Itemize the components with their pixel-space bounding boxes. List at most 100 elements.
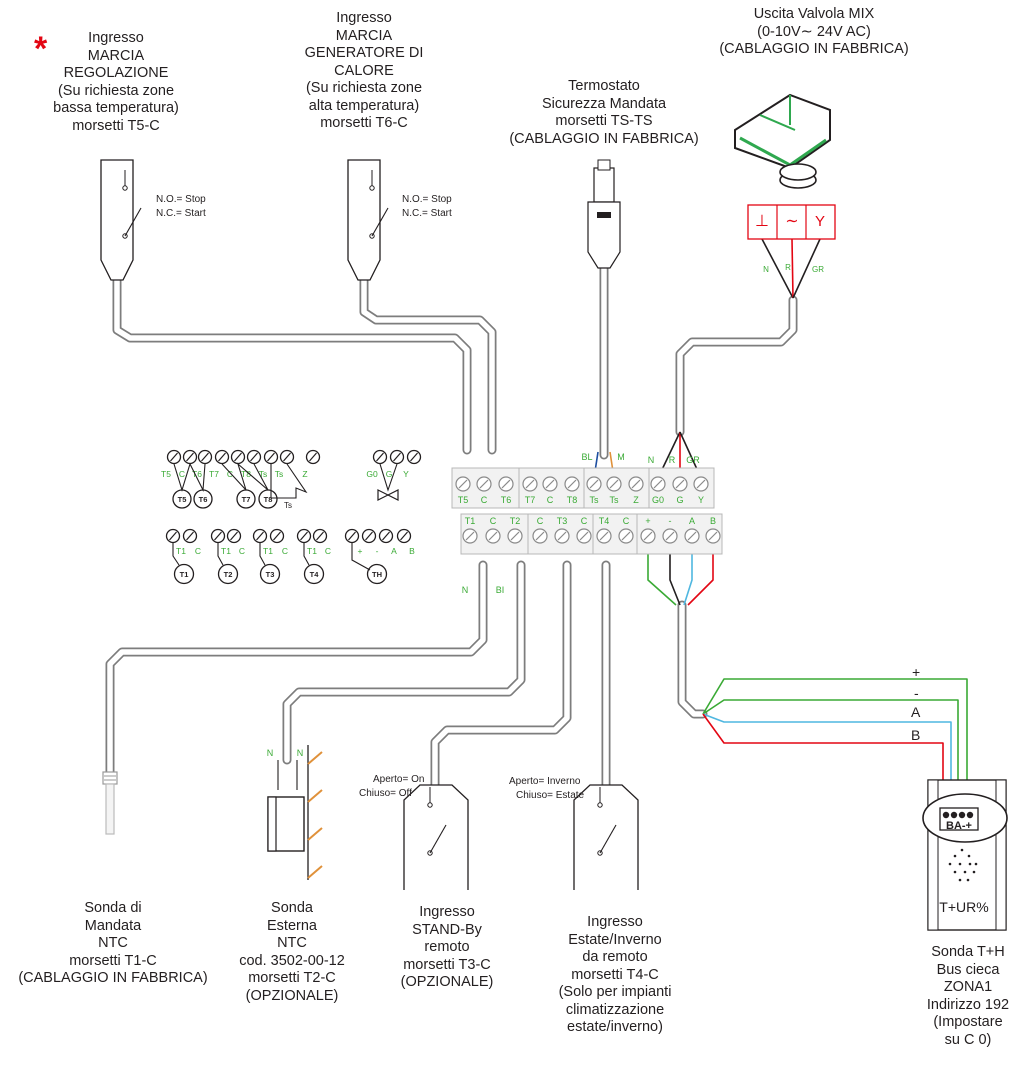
t6-switch-body bbox=[347, 159, 381, 281]
bus-wire-plus bbox=[702, 678, 968, 812]
wire-label-m: M bbox=[617, 452, 625, 462]
top-terminal-label-11: G bbox=[676, 495, 683, 505]
legend-top-label-6: T8 bbox=[241, 469, 251, 479]
bottom-terminal-label-7: T4 bbox=[599, 516, 610, 526]
legend-bottom-sensor-1 bbox=[173, 563, 195, 585]
valve-wire-label-gr: GR bbox=[812, 265, 824, 274]
legend-bottom-label-3: T1 bbox=[221, 546, 231, 556]
cable-valve bbox=[675, 295, 798, 437]
valve-wire-gr bbox=[792, 238, 821, 299]
legend-top-label-11: G bbox=[386, 469, 393, 479]
th-sensor-terminal-labels: BA-+ bbox=[946, 820, 972, 832]
outdoor-wall-hatch-1 bbox=[307, 751, 323, 765]
legend-top-label-10: G0 bbox=[366, 469, 378, 479]
cable-t1-core bbox=[107, 562, 486, 775]
valve-terminal-ground: ⊥ bbox=[755, 213, 769, 230]
legend-top-label-12: Y bbox=[403, 469, 409, 479]
valve-terminal-ac: ∼ bbox=[785, 213, 798, 230]
thermostat-slot bbox=[597, 212, 611, 218]
bus-label-b: B bbox=[911, 727, 921, 743]
t3-switch-body bbox=[403, 784, 469, 890]
legend-top-slot-1 bbox=[170, 452, 178, 462]
top-terminal-slot-9 bbox=[631, 479, 641, 489]
legend-bottom-label-5: T1 bbox=[263, 546, 273, 556]
legend-bottom-links-2 bbox=[217, 543, 224, 566]
legend-bottom-slot-8 bbox=[316, 531, 324, 541]
th-sensor-terminal-3 bbox=[958, 811, 966, 819]
bottom-terminal-slot-2 bbox=[488, 531, 498, 541]
cable-t5 bbox=[112, 257, 472, 455]
legend-bottom-slot-10 bbox=[365, 531, 373, 541]
label-mix-valve: Uscita Valvola MIX(0-10V∼ 24V AC)(CABLAG… bbox=[719, 6, 909, 57]
legend-bottom-sensor-5 bbox=[366, 563, 388, 585]
top-terminal-slot-4 bbox=[525, 479, 535, 489]
legend-bottom-label-11: A bbox=[391, 546, 397, 556]
legend-top-slot-6 bbox=[250, 452, 258, 462]
bus-wire-a bbox=[702, 713, 952, 812]
legend-bottom-slot-9 bbox=[348, 531, 356, 541]
bottom-terminal-label-4: C bbox=[537, 516, 544, 526]
outdoor-sensor-label-n1: N bbox=[267, 748, 274, 758]
outdoor-wall-hatch-4 bbox=[307, 865, 323, 879]
cable-t1 bbox=[105, 560, 488, 777]
t4-switch-lever bbox=[599, 824, 617, 854]
legend-bottom-label-7: T1 bbox=[307, 546, 317, 556]
legend-top-label-3: T6 bbox=[192, 469, 202, 479]
top-terminal-label-12: Y bbox=[698, 495, 704, 505]
legend-bottom-label-8: C bbox=[325, 546, 331, 556]
valve-actuator-body bbox=[734, 93, 831, 170]
valve-wire-label-n: N bbox=[763, 265, 769, 274]
bottom-terminal-label-9: + bbox=[645, 516, 650, 526]
th-sensor-right-rail bbox=[995, 779, 1007, 931]
outdoor-wall-hatch-3 bbox=[307, 827, 323, 841]
th-sensor-vent-4 bbox=[948, 862, 952, 866]
valve-actuator-coupling-top bbox=[779, 163, 817, 181]
bottom-terminal-slot-10 bbox=[665, 531, 675, 541]
legend-top-slot-9 bbox=[309, 452, 317, 462]
legend-top-slot-8 bbox=[283, 452, 291, 462]
note-t6-nc: N.C.= Start bbox=[402, 208, 452, 219]
th-sensor-vent-2 bbox=[953, 854, 957, 858]
wire-label-t1-n: N bbox=[462, 585, 469, 595]
th-sensor-terminal-2 bbox=[950, 811, 958, 819]
legend-top-sensor-label-ts: Ts bbox=[284, 501, 292, 510]
legend-top-links-a bbox=[173, 462, 206, 493]
top-terminal-slot-12 bbox=[696, 479, 706, 489]
cable-valve-core bbox=[677, 297, 796, 435]
legend-bottom-slot-11 bbox=[382, 531, 390, 541]
bottom-terminal-slot-1 bbox=[465, 531, 475, 541]
thermostat-head bbox=[593, 167, 615, 203]
legend-top-slot-10 bbox=[376, 452, 384, 462]
th-sensor-vent-11 bbox=[958, 878, 962, 882]
top-terminal-slot-3 bbox=[501, 479, 511, 489]
thermostat-body bbox=[587, 201, 621, 269]
legend-top-sensor-label-2: T6 bbox=[199, 495, 208, 504]
legend-valve-icon bbox=[377, 489, 399, 501]
t3-switch-lever bbox=[429, 824, 447, 854]
bottom-terminal-slot-5 bbox=[557, 531, 567, 541]
top-terminal-slot-2 bbox=[479, 479, 489, 489]
top-terminal-slot-8 bbox=[609, 479, 619, 489]
top-terminal-slot-11 bbox=[675, 479, 685, 489]
note-standby-closed: Chiuso= Off bbox=[359, 788, 412, 799]
th-sensor-vent-10 bbox=[972, 870, 976, 874]
valve-terminal-block bbox=[747, 204, 836, 240]
cable-t2-core bbox=[284, 562, 524, 763]
valve-actuator-detail bbox=[759, 95, 796, 131]
top-terminal-slot-10 bbox=[653, 479, 663, 489]
flow-probe-nut bbox=[102, 771, 118, 785]
legend-bottom-sensor-label-5: TH bbox=[372, 570, 382, 579]
legend-top-sensor-label-3: T7 bbox=[242, 495, 251, 504]
bus-label-a: A bbox=[911, 704, 921, 720]
legend-bottom-sensor-label-3: T3 bbox=[266, 570, 275, 579]
top-terminal-slot-6 bbox=[567, 479, 577, 489]
legend-top-slot-11 bbox=[393, 452, 401, 462]
outdoor-sensor-label-n2: N bbox=[297, 748, 304, 758]
th-sensor-left-rail bbox=[927, 779, 939, 931]
cable-t3-core bbox=[432, 562, 570, 823]
note-t5-no: N.O.= Stop bbox=[156, 194, 206, 205]
